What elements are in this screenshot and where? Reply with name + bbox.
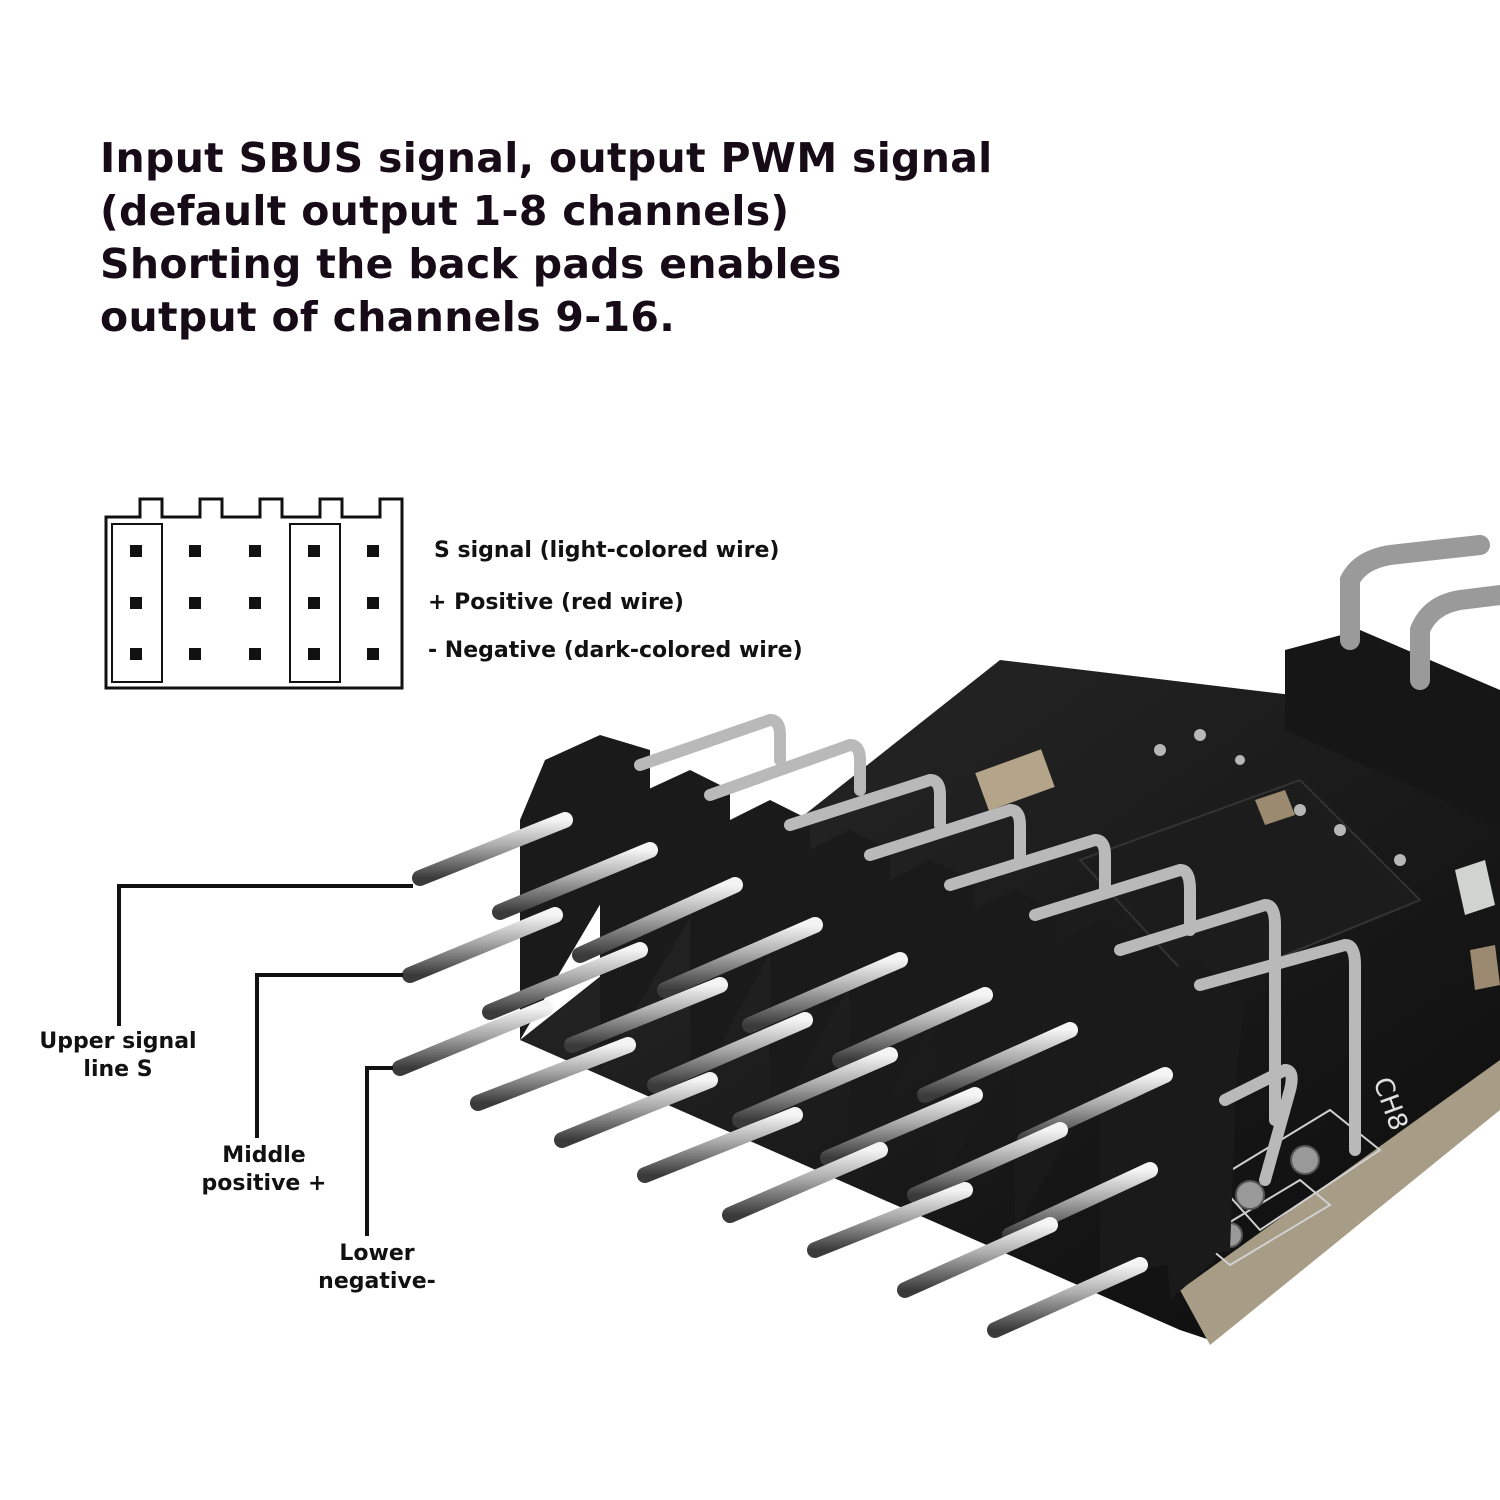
headline-line-2: (default output 1-8 channels) (100, 187, 790, 235)
headline-line-1: Input SBUS signal, output PWM signal (100, 134, 993, 182)
legend-negative-label: - Negative (dark-colored wire) (428, 638, 803, 663)
callout-lower-negative: Lower negative- (296, 1240, 458, 1296)
connector-left-highlight (111, 523, 163, 683)
connector-pin-grid (130, 545, 379, 660)
headline-line-4: output of channels 9-16. (100, 293, 676, 341)
callout-line-middle (255, 973, 403, 1138)
pin-header-housing (520, 735, 1245, 1300)
callout-lower-line-2: negative- (318, 1269, 436, 1294)
front-pins (392, 812, 1173, 1338)
connector-right-highlight (289, 523, 341, 683)
bent-back-pins (634, 713, 1361, 1186)
callout-middle-positive: Middle positive + (178, 1142, 350, 1198)
callout-upper-line-2: line S (83, 1057, 153, 1082)
callout-line-lower (365, 1066, 393, 1236)
callout-middle-line-1: Middle (222, 1143, 306, 1168)
callout-upper-signal: Upper signal line S (18, 1028, 218, 1084)
connector-housing-outline (104, 497, 404, 690)
callout-lower-line-1: Lower (339, 1241, 415, 1266)
crystal-component (975, 749, 1055, 811)
legend-positive-label: + Positive (red wire) (428, 590, 684, 615)
callout-line-upper (117, 884, 413, 1026)
callout-middle-line-2: positive + (201, 1171, 327, 1196)
far-right-header (1285, 535, 1500, 830)
callout-upper-line-1: Upper signal (39, 1029, 197, 1054)
legend-signal-label: S signal (light-colored wire) (434, 538, 780, 563)
callout-lines (117, 884, 413, 1236)
headline: Input SBUS signal, output PWM signal (de… (100, 132, 993, 344)
headline-line-3: Shorting the back pads enables (100, 240, 842, 288)
connector-pinout-diagram (104, 497, 404, 690)
